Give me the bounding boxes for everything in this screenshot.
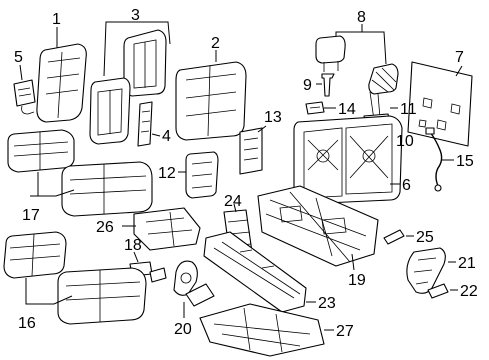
part-26-seat-frame-plate xyxy=(122,207,201,251)
part-25-bolt xyxy=(383,229,414,245)
callout-14: 14 xyxy=(338,101,356,118)
callout-22: 22 xyxy=(460,283,478,300)
callout-2: 2 xyxy=(211,35,220,52)
callout-19: 19 xyxy=(348,272,366,289)
callout-4: 4 xyxy=(162,128,171,145)
callout-25: 25 xyxy=(416,229,434,246)
callout-9: 9 xyxy=(303,77,312,94)
callout-20: 20 xyxy=(174,321,192,338)
part-19-seat-base-frame xyxy=(257,185,379,271)
callout-26: 26 xyxy=(96,219,114,236)
part-4-bracket xyxy=(137,101,161,147)
part-7-rear-panel xyxy=(407,61,473,147)
callout-8: 8 xyxy=(357,9,366,26)
callout-21: 21 xyxy=(458,255,476,272)
callout-6: 6 xyxy=(402,177,411,194)
part-6-rear-seat-frame xyxy=(293,115,403,205)
part-20-recliner-hinge xyxy=(173,260,215,318)
callout-13: 13 xyxy=(264,109,282,126)
callout-27: 27 xyxy=(336,323,354,340)
callout-10: 10 xyxy=(396,133,414,150)
part-16-lower-seat-cushion xyxy=(3,231,147,325)
callout-17: 17 xyxy=(22,207,40,224)
callout-1: 1 xyxy=(52,11,61,28)
part-22-latch xyxy=(427,283,458,299)
callout-18: 18 xyxy=(124,237,142,254)
callout-5: 5 xyxy=(14,49,23,66)
part-3-seat-back-frame xyxy=(89,21,171,145)
part-5-tag xyxy=(13,64,36,115)
callout-3: 3 xyxy=(131,7,140,24)
callout-16: 16 xyxy=(18,315,36,332)
callout-labels: 1 2 3 4 5 6 7 8 9 10 11 12 13 14 15 16 1… xyxy=(14,7,478,340)
callout-7: 7 xyxy=(455,49,464,66)
part-9-guide-pin xyxy=(316,73,335,97)
part-27-floor-shield xyxy=(199,303,334,357)
part-1-seat-back-cushion xyxy=(36,27,87,123)
part-14-clip xyxy=(305,101,336,115)
part-13-seat-back-pad xyxy=(239,125,267,175)
part-2-rear-seat-back xyxy=(175,50,247,141)
part-15-cable xyxy=(425,127,454,192)
part-17-seat-cushion xyxy=(7,129,153,217)
part-21-side-trim xyxy=(406,247,456,294)
part-23-seat-track xyxy=(203,231,316,313)
part-8-headrests xyxy=(315,24,399,95)
callout-11: 11 xyxy=(400,101,417,118)
part-12-cushion-block xyxy=(178,151,219,199)
callout-23: 23 xyxy=(318,295,336,312)
callout-12: 12 xyxy=(158,165,176,182)
callout-15: 15 xyxy=(456,153,474,170)
callout-24: 24 xyxy=(224,193,242,210)
